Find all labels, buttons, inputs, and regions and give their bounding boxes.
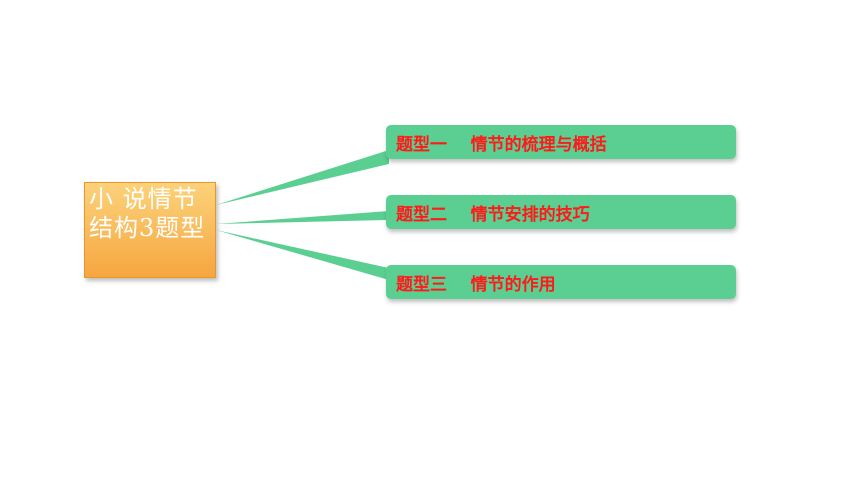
root-topic-label: 小 说情节结构3题型	[89, 185, 206, 242]
root-topic-box: 小 说情节结构3题型	[84, 182, 216, 278]
connector-branch-2	[216, 211, 389, 224]
connector-branch-1	[216, 150, 389, 205]
branch-topic-3-label: 题型三 情节的作用	[396, 274, 556, 295]
branch-topic-1: 题型一 情节的梳理与概括	[386, 125, 736, 159]
branch-topic-3: 题型三 情节的作用	[386, 265, 736, 299]
branch-topic-2-label: 题型二 情节安排的技巧	[396, 204, 590, 225]
branch-topic-2: 题型二 情节安排的技巧	[386, 195, 736, 229]
connector-branch-3	[216, 230, 389, 280]
branch-topic-1-label: 题型一 情节的梳理与概括	[396, 134, 607, 155]
